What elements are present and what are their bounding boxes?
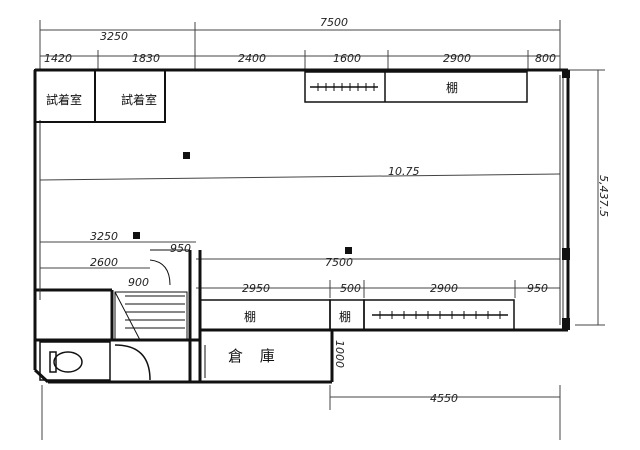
shelf-bottom-1-label: 棚	[244, 309, 256, 324]
staircase	[114, 249, 190, 341]
dim-stair-w: 900	[128, 276, 149, 289]
dim-mid-seg-2: 500	[340, 282, 361, 295]
dim-top-total: 7500	[320, 16, 348, 29]
bottom-shelf-ticks	[379, 311, 501, 319]
top-dimension-lines	[39, 20, 605, 440]
dim-stair-h: 950	[170, 242, 191, 255]
dim-mid-total: 7500	[325, 256, 353, 269]
dim-top-seg-1: 1420	[44, 52, 72, 65]
fitting-room-2-label: 試着室	[121, 92, 157, 107]
dim-bottom: 4550	[430, 392, 458, 405]
window-lines	[39, 75, 564, 325]
dim-top-left-total: 3250	[100, 30, 128, 43]
dim-mid-left: 3250	[90, 230, 118, 243]
shelf-top-label: 棚	[446, 80, 458, 95]
dim-length-diag: 10.75	[388, 165, 420, 178]
dim-mid-seg-1: 2950	[242, 282, 270, 295]
dim-top-seg-6: 800	[535, 52, 556, 65]
dim-top-seg-2: 1830	[132, 52, 160, 65]
dim-mid-seg-3: 2900	[430, 282, 458, 295]
dim-mid-left-2: 2600	[90, 256, 118, 269]
storage-label: 倉 庫	[228, 347, 281, 365]
top-shelf-ticks	[317, 83, 375, 91]
toilet	[39, 341, 151, 381]
dim-top-seg-3: 2400	[238, 52, 266, 65]
dim-top-seg-5: 2900	[443, 52, 471, 65]
dim-storage-h: 1000	[333, 340, 346, 368]
dim-top-seg-4: 1600	[333, 52, 361, 65]
column-markers	[133, 70, 570, 330]
dim-right-side: 5,437.5	[597, 175, 610, 217]
fitting-room-1-label: 試着室	[46, 92, 82, 107]
dim-mid-seg-4: 950	[527, 282, 548, 295]
bottom-shelves	[199, 299, 515, 331]
top-shelf	[304, 71, 528, 103]
fitting-rooms	[34, 69, 166, 123]
shelf-bottom-2-label: 棚	[339, 309, 351, 324]
